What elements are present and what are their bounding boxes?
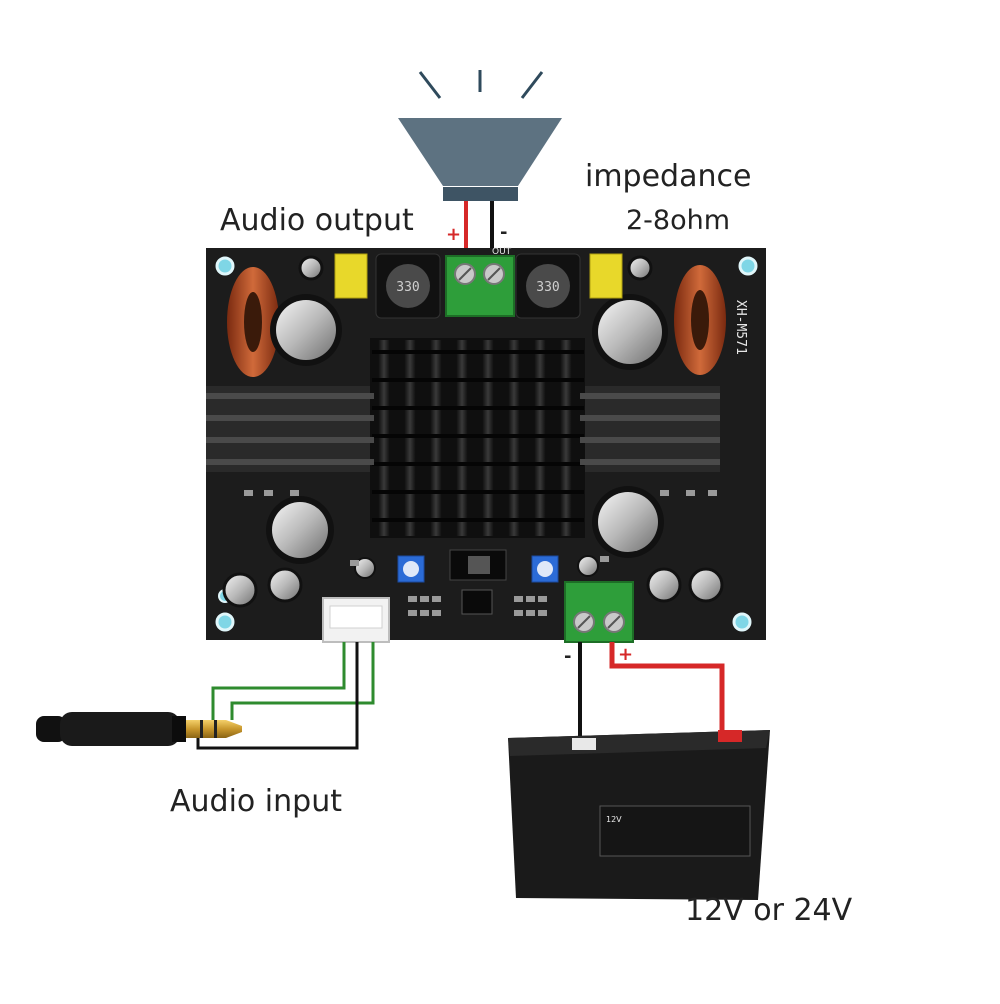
smd-component [514,596,523,602]
impedance-label: impedance [585,159,752,194]
heatsink-rails [206,393,720,465]
battery-label-plate [599,805,751,857]
battery-positive-terminal [718,730,742,742]
smd-component [432,610,441,616]
inductor-left: 330 [375,253,441,319]
amplifier-board: 330 330 OUT [206,247,766,643]
mode-switch[interactable] [449,549,507,581]
smd-component [526,596,535,602]
capacitor [267,567,303,603]
signal-ground-wire [196,642,359,750]
signal-wire-left [211,642,346,720]
smd-component [538,596,547,602]
speaker-cone [398,118,562,186]
audio-output-label: Audio output [220,203,414,238]
battery-negative-terminal [572,738,596,750]
smd-component [244,490,253,496]
heatsink-fins [372,340,584,536]
audio-jack-plug-icon [36,712,242,746]
mounting-hole [738,256,758,276]
audio-input-connector[interactable] [322,597,390,643]
toroid-coil-left [227,267,279,377]
battery-voltage-marking: 12V [606,815,622,824]
inductor-marking: 330 [396,280,419,295]
film-capacitor [334,253,368,299]
smd-component [264,490,273,496]
opamp-chip [461,589,493,615]
smd-component [290,490,299,496]
smd-component [350,560,359,566]
mounting-hole [732,612,752,632]
speaker-magnet [443,187,518,201]
mounting-hole [215,612,235,632]
capacitor [298,255,324,281]
speaker-minus-sign: - [500,222,508,243]
smd-components [244,490,717,616]
smd-component [408,596,417,602]
smd-component [514,610,523,616]
smd-component [538,610,547,616]
power-input-terminal[interactable] [564,581,634,643]
capacitor [354,557,376,579]
film-capacitor [589,253,623,299]
smd-component [420,610,429,616]
power-supply-label: 12V or 24V [685,893,853,928]
capacitor [577,555,599,577]
power-plus-sign: + [618,644,634,665]
potentiometer[interactable] [397,555,425,583]
power-minus-sign: - [564,646,572,667]
impedance-range-label: 2-8ohm [626,205,731,236]
inductor-right: 330 [515,253,581,319]
smd-component [708,490,717,496]
capacitor [222,572,258,608]
capacitor [592,294,668,370]
potentiometer[interactable] [531,555,559,583]
mounting-hole [215,256,235,276]
board-out-label: OUT [492,247,512,257]
inductor-marking: 330 [536,280,559,295]
toroid-coil-right [674,265,726,375]
speaker-icon [398,70,562,201]
signal-wire-right [230,642,375,720]
smd-component [600,556,609,562]
speaker-output-terminal[interactable] [445,255,515,317]
battery-icon [508,730,770,900]
audio-input-label: Audio input [170,784,342,819]
sound-ray-right [520,71,544,99]
capacitor [627,255,653,281]
power-positive-wire [609,642,725,738]
audio-input-wires [196,642,375,750]
smd-component [432,596,441,602]
capacitor [688,567,724,603]
smd-component [660,490,669,496]
capacitor [270,294,342,366]
smd-component [420,596,429,602]
capacitor [266,496,334,564]
sound-ray-left [418,71,442,99]
smd-component [408,610,417,616]
smd-component [686,490,695,496]
board-model-label: XH-M571 [733,300,748,355]
capacitor [646,567,682,603]
smd-component [526,610,535,616]
capacitor [592,486,664,558]
speaker-plus-sign: + [446,224,462,245]
